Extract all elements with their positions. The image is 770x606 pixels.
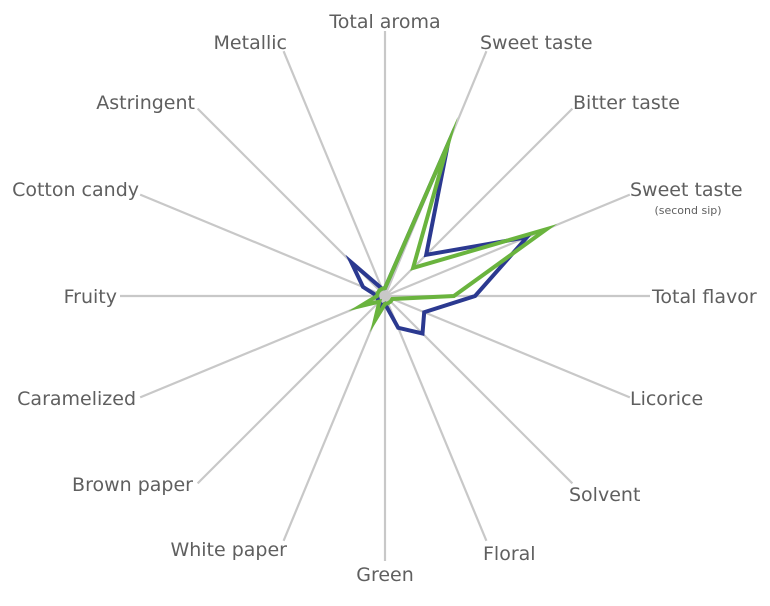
- axis-label-bitter-taste-2: Bitter taste: [573, 92, 680, 114]
- axis-line-solvent-6: [384, 295, 574, 485]
- axis-label-total-aroma-0: Total aroma: [328, 11, 440, 33]
- axis-label-sweet-taste-1: Sweet taste: [480, 32, 593, 54]
- axis-line-floral-7: [383, 295, 488, 542]
- axis-line-cotton-candy-13: [139, 193, 386, 298]
- series-2-line: [348, 116, 558, 333]
- axis-label-green-8: Green: [356, 564, 414, 586]
- axes-layer: [120, 31, 650, 561]
- axis-label-fruity-12: Fruity: [64, 286, 117, 308]
- axis-label-astringent-14: Astringent: [96, 92, 195, 114]
- axis-label-cotton-candy-13: Cotton candy: [12, 179, 139, 201]
- axis-label-total-flavor-4: Total flavor: [651, 286, 757, 308]
- axis-line-sweet-taste-3: [384, 193, 631, 298]
- axis-line-metallic-15: [282, 50, 387, 297]
- axis-label-sweet-taste-3: Sweet taste: [630, 179, 743, 201]
- axis-label-brown-paper-10: Brown paper: [72, 474, 193, 496]
- series-layer: [345, 116, 558, 336]
- axis-label-metallic-15: Metallic: [214, 32, 287, 54]
- axis-line-white-paper-9: [282, 295, 387, 542]
- axis-label-white-paper-9: White paper: [170, 539, 287, 561]
- axis-sublabel-sweet-taste-3: (second sip): [654, 204, 721, 217]
- axis-line-bitter-taste-2: [384, 107, 574, 297]
- axis-line-caramelized-11: [139, 294, 386, 399]
- axis-label-floral-7: Floral: [483, 543, 536, 565]
- axis-label-caramelized-11: Caramelized: [17, 388, 136, 410]
- axis-line-brown-paper-10: [196, 295, 386, 485]
- axis-label-licorice-5: Licorice: [630, 388, 703, 410]
- axis-label-solvent-6: Solvent: [569, 484, 640, 506]
